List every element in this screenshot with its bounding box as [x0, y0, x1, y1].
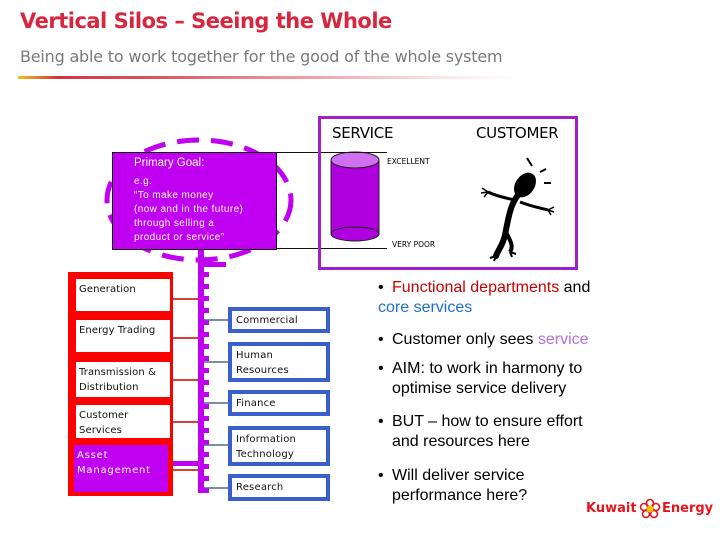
- primary-goal-box: Primary Goal: e.g. “To make money (now a…: [112, 152, 277, 250]
- bullet-item: • Customer only sees service: [378, 330, 638, 350]
- slide-subtitle: Being able to work together for the good…: [20, 47, 503, 66]
- logo-text-right: Energy: [662, 501, 714, 516]
- bullet-item: • Will deliver service performance here?: [378, 466, 638, 506]
- bullet-dot: •: [378, 279, 384, 296]
- service-label: Resources: [236, 365, 289, 376]
- asset-management-branch: [173, 461, 198, 466]
- spine-tick: [204, 332, 209, 337]
- bullet-dot: •: [378, 331, 384, 348]
- spine-tick: [204, 380, 209, 385]
- service-customer-panel: [318, 116, 578, 270]
- primary-goal-line: through selling a: [134, 218, 215, 229]
- highlight-core-services: core services: [378, 299, 473, 316]
- scale-very-poor-label: VERY POOR: [392, 240, 436, 249]
- spine-tick: [204, 452, 209, 457]
- spine-tick: [204, 344, 209, 349]
- primary-goal-line: (now and in the future): [134, 204, 244, 215]
- primary-goal-title: Primary Goal:: [134, 157, 205, 169]
- spine-tick: [204, 296, 209, 301]
- goal-to-service-line-bottom: [277, 248, 387, 249]
- primary-goal-line: product or service”: [134, 232, 225, 243]
- bullet-item: • BUT – how to ensure effort and resourc…: [378, 412, 638, 452]
- spine-bar: [198, 249, 204, 493]
- bullet-text: and: [559, 279, 591, 296]
- dept-generation: Generation: [76, 279, 170, 311]
- dept-label: Asset: [77, 450, 109, 461]
- service-human-resources: Human Resources: [228, 342, 330, 382]
- bullet-text: performance here?: [392, 487, 528, 504]
- dept-label: Services: [79, 425, 122, 436]
- service-label: Finance: [236, 398, 276, 409]
- service-finance: Finance: [228, 390, 330, 416]
- service-information-technology: Information Technology: [228, 426, 330, 466]
- spine-tick: [204, 404, 209, 409]
- dept-label: Management: [77, 465, 151, 476]
- flower-logo-icon: [639, 498, 661, 519]
- spine-tick: [204, 284, 209, 289]
- spine-tick: [204, 320, 209, 325]
- service-label: Technology: [236, 449, 295, 460]
- dept-asset-management: Asset Management: [74, 445, 168, 492]
- highlight-service: service: [537, 331, 589, 348]
- bullet-text: AIM: to work in harmony to: [392, 360, 583, 377]
- customer-label: CUSTOMER: [476, 124, 559, 142]
- title-underline-divider: [18, 76, 518, 79]
- service-cylinder: [330, 151, 380, 242]
- spine-ticks: [204, 272, 209, 493]
- dept-customer-services: Customer Services: [76, 405, 170, 438]
- bullet-text: BUT – how to ensure effort: [392, 413, 583, 430]
- bullet-dot: •: [378, 413, 384, 430]
- bullet-text: and resources here: [392, 433, 530, 450]
- highlight-functional-departments: Functional departments: [392, 279, 560, 296]
- service-label: SERVICE: [332, 124, 394, 142]
- bullet-item: • AIM: to work in harmony to optimise se…: [378, 359, 638, 399]
- spine-top-branch: [204, 262, 226, 267]
- dept-label: Customer: [79, 410, 129, 421]
- scale-excellent-label: EXCELLENT: [387, 157, 430, 166]
- slide-title: Vertical Silos – Seeing the Whole: [20, 9, 392, 33]
- service-label: Information: [236, 434, 297, 445]
- spine-tick: [204, 428, 209, 433]
- dept-label: Generation: [79, 284, 136, 295]
- spine-tick: [204, 272, 209, 277]
- spine-tick: [204, 308, 209, 313]
- logo-text-left: Kuwait: [586, 501, 637, 516]
- dept-energy-trading: Energy Trading: [76, 320, 170, 352]
- bullet-dot: •: [378, 467, 384, 484]
- service-commercial: Commercial: [228, 307, 330, 333]
- spine-tick: [204, 464, 209, 469]
- dept-label: Energy Trading: [79, 325, 156, 336]
- bullet-text: Will deliver service: [392, 467, 525, 484]
- bullet-text: optimise service delivery: [392, 380, 567, 397]
- primary-goal-line: “To make money: [134, 190, 214, 201]
- spine-tick: [204, 392, 209, 397]
- spine-tick: [204, 368, 209, 373]
- frustrated-customer-figure: [480, 157, 555, 262]
- spine-tick: [204, 356, 209, 361]
- dept-label: Distribution: [79, 382, 139, 393]
- bullet-text: Customer only sees: [392, 331, 538, 348]
- goal-to-service-line-top: [277, 152, 387, 153]
- spine-tick: [204, 440, 209, 445]
- bullet-item: • Functional departments and core servic…: [378, 278, 638, 318]
- spine-tick: [204, 488, 209, 493]
- service-research: Research: [228, 474, 330, 501]
- spine-tick: [204, 476, 209, 481]
- primary-goal-line: e.g.: [134, 176, 153, 187]
- bullet-dot: •: [378, 360, 384, 377]
- dept-label: Transmission &: [79, 367, 156, 378]
- service-label: Human: [236, 350, 274, 361]
- kuwait-energy-logo: Kuwait Energy: [586, 497, 714, 523]
- service-label: Commercial: [236, 315, 298, 326]
- dept-transmission-distribution: Transmission & Distribution: [76, 362, 170, 397]
- spine-tick: [204, 416, 209, 421]
- service-label: Research: [236, 482, 284, 493]
